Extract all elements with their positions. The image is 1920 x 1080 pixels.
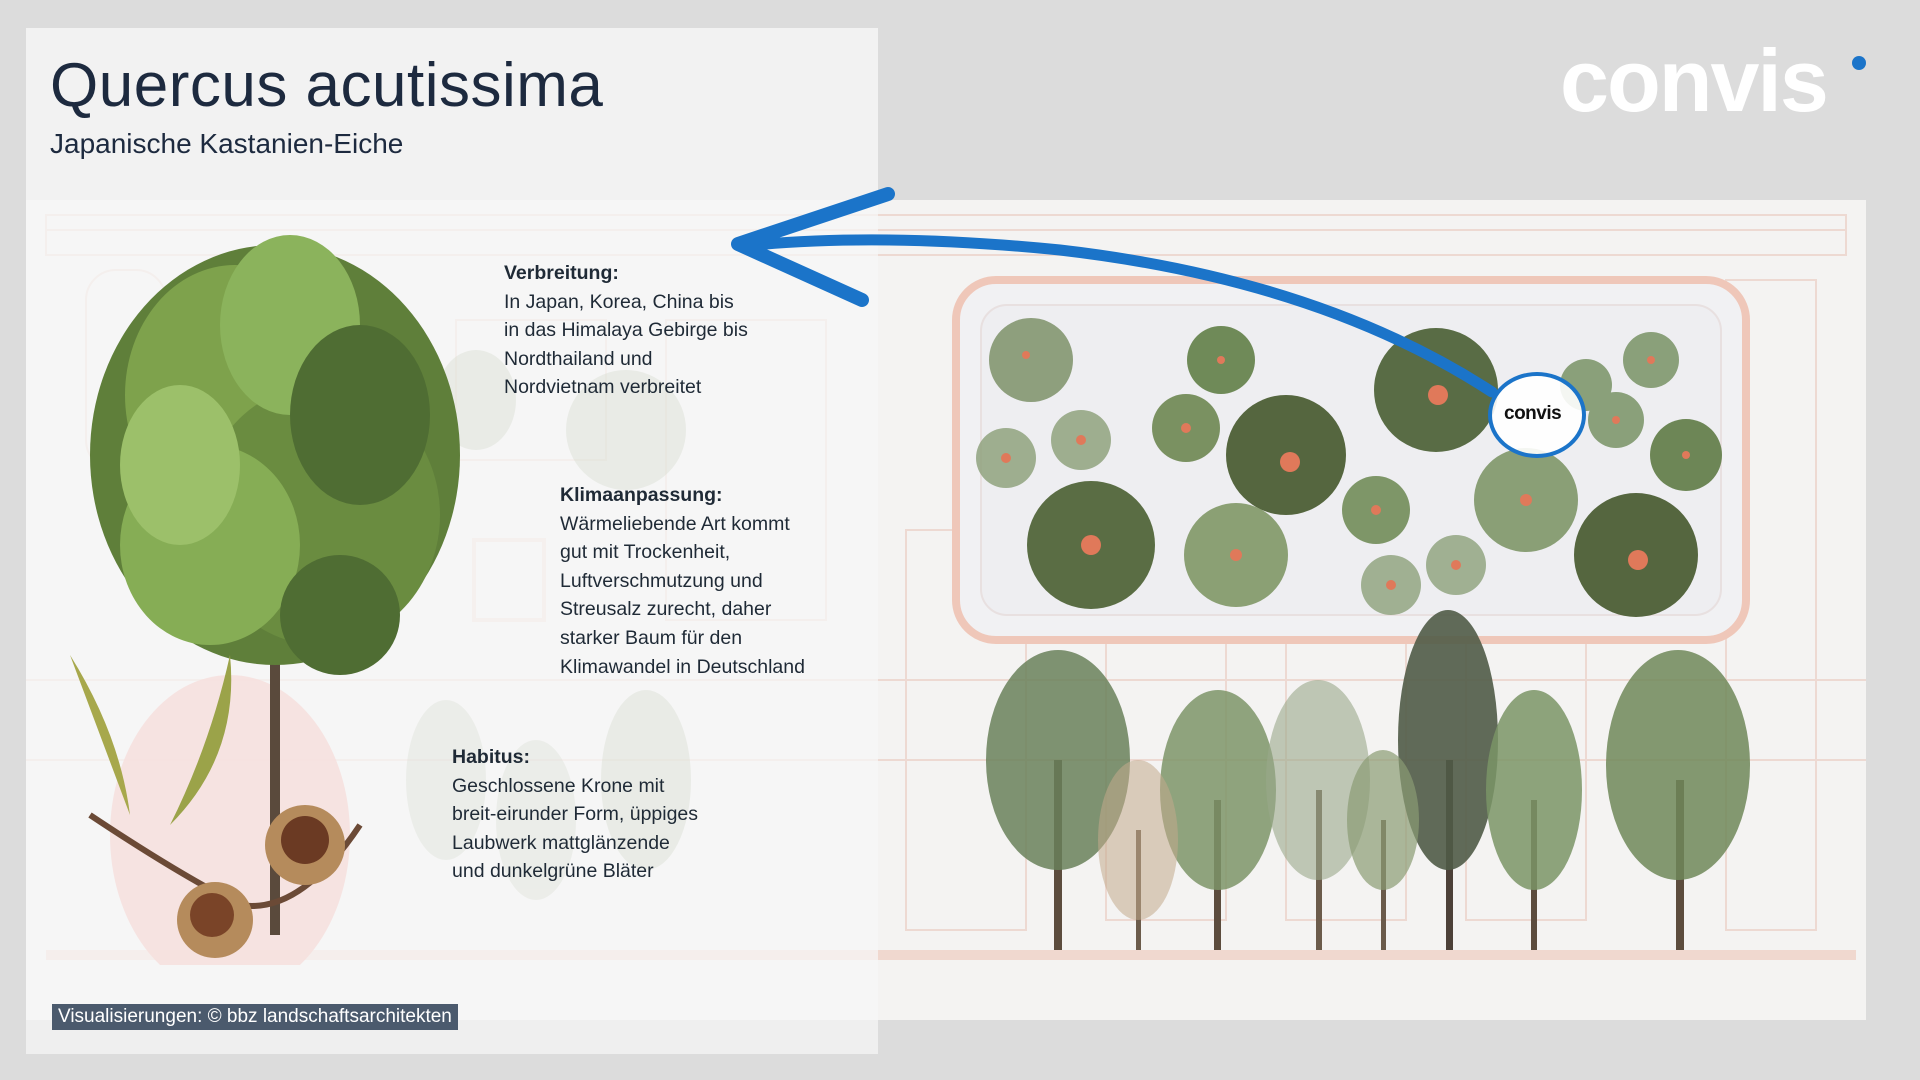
climate-line: Wärmeliebende Art kommt [560,512,790,535]
plan-location-marker: convis [1488,372,1586,458]
climate-line: starker Baum für den [560,626,743,649]
page-title: Quercus acutissima [50,51,604,120]
habit-heading: Habitus: [452,746,530,768]
elevation-trees [986,610,1750,950]
distribution-line: In Japan, Korea, China bis [504,290,734,313]
tree-illustration [70,235,460,965]
climate-heading: Klimaanpassung: [560,484,723,506]
ground-strip [46,950,1856,960]
chestnut-branch [70,655,363,958]
climate-line: gut mit Trockenheit, [560,541,731,564]
page-subtitle: Japanische Kastanien-Eiche [50,128,404,159]
logo-dot-icon [1852,56,1866,70]
climate-line: Luftverschmutzung und [560,569,763,592]
climate-line: Streusalz zurecht, daher [560,598,772,621]
habit-line: Laubwerk mattglänzende [452,831,670,854]
distribution-line: in das Himalaya Gebirge bis [504,319,748,342]
climate-line: Klimawandel in Deutschland [560,655,805,678]
habit-line: breit-eirunder Form, üppiges [452,803,699,826]
distribution-heading: Verbreitung: [504,262,619,284]
climate-block: Klimaanpassung: Wärmeliebende Art kommt … [560,481,805,681]
habit-block: Habitus: Geschlossene Krone mit breit-ei… [452,743,698,886]
distribution-line: Nordthailand und [504,347,653,370]
distribution-block: Verbreitung: In Japan, Korea, China bis … [504,259,748,402]
habit-line: Geschlossene Krone mit [452,774,665,797]
plan-marker-text: convis [1504,403,1562,424]
tree-trunk [270,535,280,935]
logo-text: convis [1560,31,1829,130]
image-credit: Visualisierungen: © bbz landschaftsarchi… [52,1004,458,1030]
pink-backdrop [110,675,350,965]
convis-logo: convis [1560,36,1880,126]
habit-line: und dunkelgrüne Bläter [452,860,654,883]
title-block [26,28,878,200]
tree-crown [90,235,460,675]
distribution-line: Nordvietnam verbreitet [504,376,702,399]
